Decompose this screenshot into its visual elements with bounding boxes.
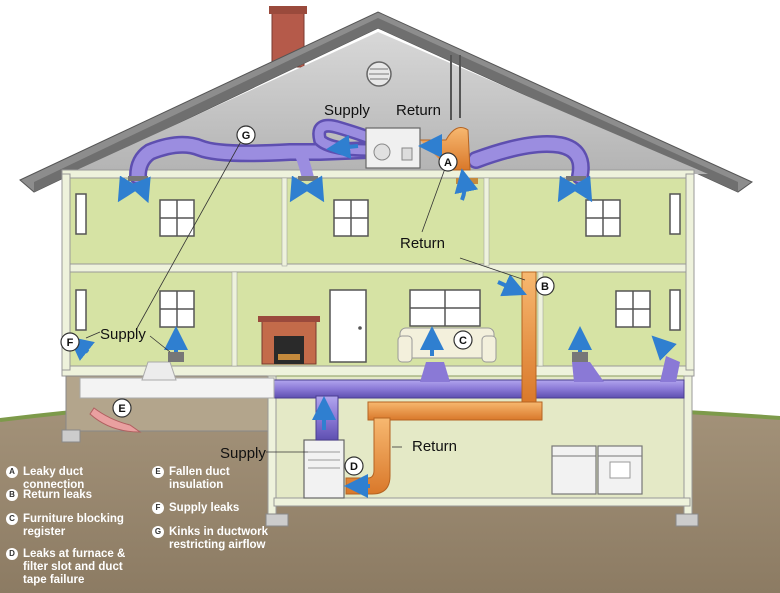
door <box>329 289 367 363</box>
arrow <box>289 175 313 203</box>
window <box>75 193 87 235</box>
arrow <box>454 168 479 201</box>
label-supply-basement: Supply <box>220 445 266 462</box>
arrow <box>557 175 581 203</box>
legend-text-a: Leaky duct connection <box>23 466 85 491</box>
arrow <box>569 175 593 203</box>
furnace <box>303 439 345 499</box>
legend-badge-f: F <box>152 502 164 514</box>
label-return-attic: Return <box>396 102 441 119</box>
marker-f-letter: F <box>67 337 74 349</box>
window <box>159 199 195 237</box>
fireplace <box>258 316 320 365</box>
legend-item-g: G Kinks in ductwork restricting airflow <box>152 526 287 552</box>
legend-item-d: D Leaks at furnace & filter slot and duc… <box>6 548 143 587</box>
attic-vent <box>366 61 392 87</box>
return-duct <box>345 271 543 495</box>
attic-return-duct <box>420 127 471 171</box>
arrow <box>497 274 527 297</box>
marker-d-letter: D <box>350 461 358 473</box>
leader-lines <box>85 135 526 453</box>
arrow <box>301 175 325 203</box>
marker-a-letter: A <box>444 157 452 169</box>
legend-item-e: E Fallen duct insulation <box>152 466 259 492</box>
label-supply-attic: Supply <box>324 102 370 119</box>
window <box>409 289 481 327</box>
legend-text-b: Return leaks <box>23 489 93 501</box>
legend-badge-c: C <box>6 513 18 525</box>
legend-text-c: Furniture blocking register <box>23 513 124 538</box>
window <box>75 289 87 331</box>
legend-badge-a: A <box>6 466 18 478</box>
washer <box>551 445 597 495</box>
label-return-basement: Return <box>412 438 457 455</box>
legend-item-c: C Furniture blocking register <box>6 513 143 539</box>
legend-badge-g: G <box>152 526 164 538</box>
legend-text-f: Supply leaks <box>169 502 240 514</box>
window <box>615 290 651 328</box>
attic-supply-duct <box>129 118 590 185</box>
marker-d: D <box>344 456 364 476</box>
legend-badge-b: B <box>6 489 18 501</box>
marker-g-letter: G <box>242 130 251 142</box>
legend-badge-e: E <box>152 466 164 478</box>
dryer <box>597 445 643 495</box>
legend-text-e: Fallen duct insulation <box>169 466 230 491</box>
arrow <box>651 335 677 361</box>
label-return-middle: Return <box>400 235 445 252</box>
marker-a: A <box>438 152 458 172</box>
airflow-arrows <box>68 134 677 498</box>
arrow <box>326 134 359 159</box>
window <box>333 199 369 237</box>
arrow <box>128 176 151 204</box>
marker-b: B <box>535 276 555 296</box>
marker-f: F <box>60 332 80 352</box>
window <box>159 290 195 328</box>
marker-g: G <box>236 125 256 145</box>
marker-e-letter: E <box>118 403 125 415</box>
windows <box>75 193 681 331</box>
legend-badge-d: D <box>6 548 18 560</box>
legend-text-d: Leaks at furnace & filter slot and duct … <box>23 548 126 586</box>
window <box>585 199 621 237</box>
legend-text-g: Kinks in ductwork restricting airflow <box>169 526 269 551</box>
window <box>669 193 681 235</box>
marker-e: E <box>112 398 132 418</box>
label-supply-left: Supply <box>100 326 146 343</box>
attic-air-handler <box>365 127 421 169</box>
marker-b-letter: B <box>541 281 549 293</box>
window <box>669 289 681 331</box>
duct-labels: Supply Return Return Supply Supply Retur… <box>100 102 457 462</box>
marker-c: C <box>453 330 473 350</box>
problem-markers: A B C D E F G <box>60 125 555 476</box>
legend-item-b: B Return leaks <box>6 489 143 502</box>
arrow <box>68 336 95 361</box>
legend-item-f: F Supply leaks <box>152 502 269 515</box>
legend-item-a: A Leaky duct connection <box>6 466 143 492</box>
couch <box>397 327 497 363</box>
crawlspace-duct <box>79 361 275 433</box>
marker-c-letter: C <box>459 335 467 347</box>
